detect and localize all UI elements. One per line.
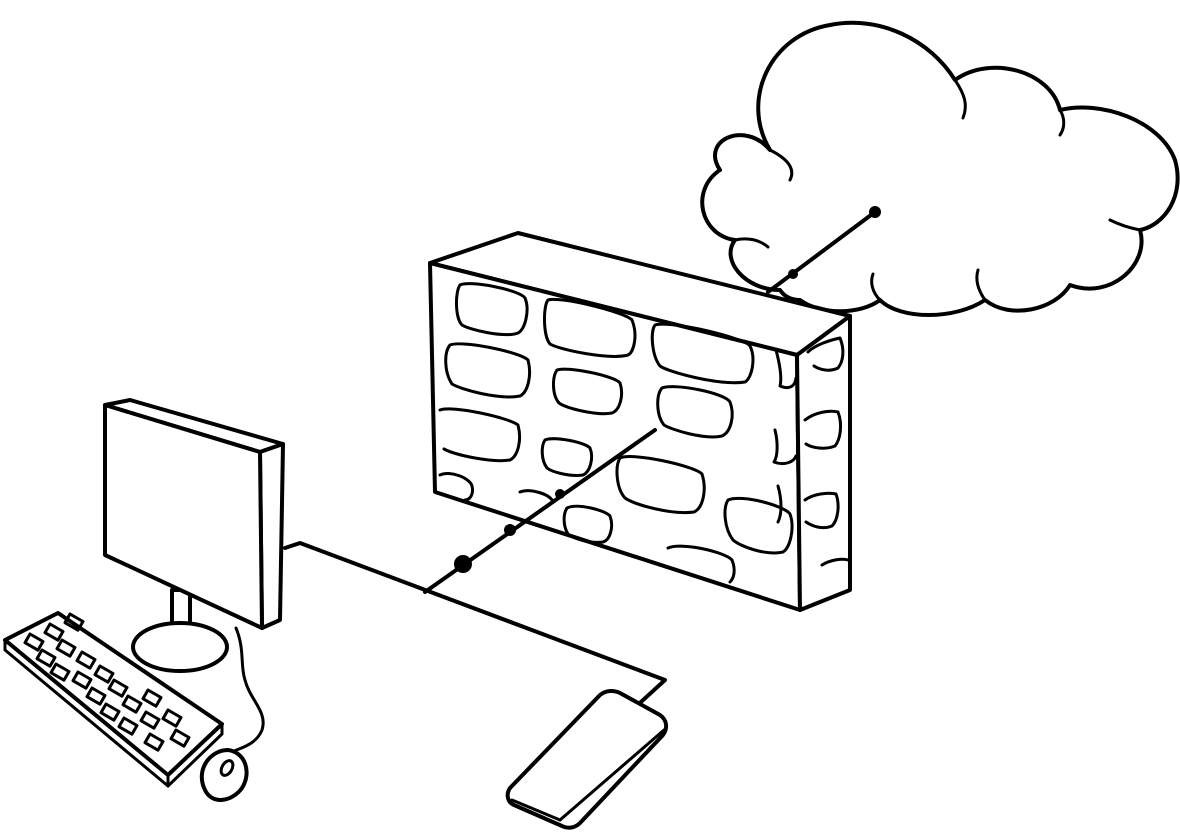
- link-internet-firewall: [766, 206, 881, 294]
- connector-dot: [869, 206, 881, 218]
- connector-dot: [788, 269, 798, 279]
- connector-dot: [555, 489, 565, 499]
- keyboard-keys: [23, 612, 191, 752]
- desktop-computer-icon: [103, 398, 285, 673]
- cloud-icon: [700, 20, 1180, 317]
- brick-pattern: [438, 282, 850, 584]
- link-firewall-workstation: [423, 428, 657, 594]
- mouse-cable: [230, 626, 265, 754]
- network-device-icon: [505, 688, 669, 830]
- firewall-brick-wall-icon: [428, 231, 852, 612]
- connector-dot: [454, 555, 472, 573]
- connector-dot: [504, 524, 516, 536]
- mouse-icon: [199, 748, 249, 802]
- link-workstation-device: [283, 541, 667, 714]
- keyboard-icon: [3, 611, 224, 788]
